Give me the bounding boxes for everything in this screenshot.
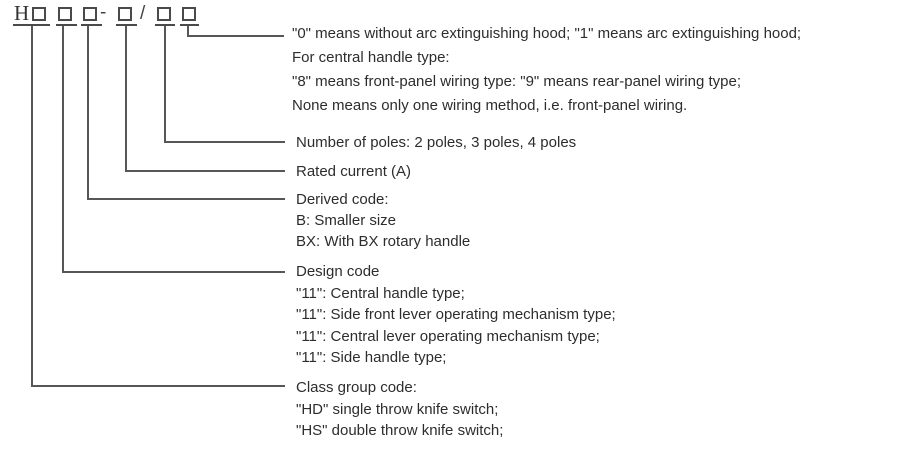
code-underline-2	[56, 24, 77, 26]
label-block-hood-wiring: "0" means without arc extinguishing hood…	[292, 22, 801, 118]
label-line: For central handle type:	[292, 49, 450, 66]
connector-hood-wiring-horizontal	[187, 35, 284, 37]
code-box-4	[118, 7, 132, 21]
label-line: None means only one wiring method, i.e. …	[292, 97, 688, 114]
label-block-poles: Number of poles: 2 poles, 3 poles, 4 pol…	[296, 132, 576, 153]
label-line: Rated current (A)	[296, 163, 412, 180]
label-line: "8" means front-panel wiring type: "9" m…	[292, 73, 742, 90]
code-slash-separator: /	[140, 3, 146, 24]
connector-derived-code-horizontal	[87, 198, 285, 200]
label-line: "11": Side handle type;	[296, 349, 447, 366]
connector-poles-horizontal	[164, 141, 285, 143]
code-box-3	[83, 7, 97, 21]
code-underline-6	[180, 24, 199, 26]
label-block-design-code: Design code "11": Central handle type; "…	[296, 261, 616, 369]
code-underline-1	[13, 24, 50, 26]
connector-rated-current-horizontal	[125, 170, 285, 172]
code-underline-5	[155, 24, 175, 26]
label-line: "HS" double throw knife switch;	[296, 422, 504, 439]
code-box-5	[157, 7, 171, 21]
connector-hood-wiring-vertical	[187, 26, 189, 37]
code-dash-separator: -	[100, 2, 107, 23]
label-line: Class group code:	[296, 379, 417, 396]
code-box-1	[32, 7, 46, 21]
label-line: BX: With BX rotary handle	[296, 233, 471, 250]
label-line: "11": Central handle type;	[296, 284, 465, 302]
connector-class-group-horizontal	[31, 385, 285, 387]
label-line: Number of poles: 2 poles, 3 poles, 4 pol…	[296, 134, 577, 151]
connector-poles-vertical	[164, 26, 166, 143]
label-block-derived-code: Derived code: B: Smaller size BX: With B…	[296, 189, 470, 252]
label-line: "11": Side front lever operating mechani…	[296, 306, 616, 323]
label-line: Design code	[296, 263, 380, 280]
code-prefix-letter: H	[14, 1, 30, 25]
label-line: "0" means without arc extinguishing hood…	[292, 25, 802, 42]
connector-class-group-vertical	[31, 26, 33, 387]
label-line: "11": Central lever operating mechanism …	[296, 327, 600, 345]
label-block-rated-current: Rated current (A)	[296, 161, 411, 182]
code-underline-4	[116, 24, 137, 26]
label-line: B: Smaller size	[296, 212, 397, 229]
code-box-6	[182, 7, 196, 21]
connector-rated-current-vertical	[125, 26, 127, 172]
connector-design-code-vertical	[62, 26, 64, 273]
connector-derived-code-vertical	[87, 26, 89, 200]
label-block-class-group: Class group code: "HD" single throw knif…	[296, 377, 503, 442]
label-line: "HD" single throw knife switch;	[296, 400, 499, 418]
label-line: Derived code:	[296, 191, 389, 208]
code-box-2	[58, 7, 72, 21]
code-underline-3	[81, 24, 102, 26]
connector-design-code-horizontal	[62, 271, 285, 273]
